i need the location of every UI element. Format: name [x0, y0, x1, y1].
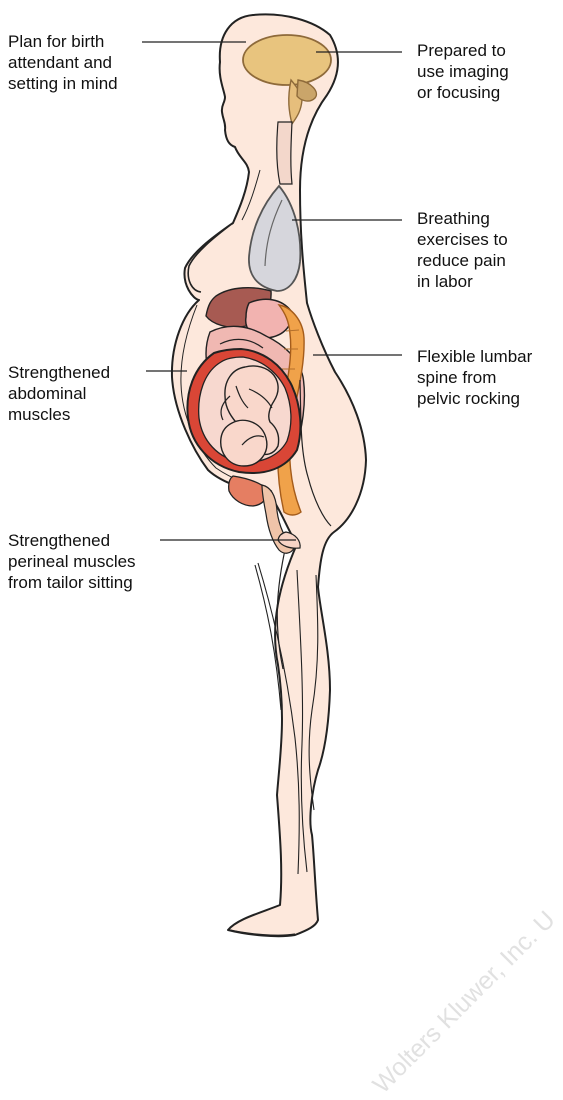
label-breathing-line-1: Breathing: [417, 208, 508, 229]
label-abdominal-line-3: muscles: [8, 404, 110, 425]
label-breathing-line-3: reduce pain: [417, 250, 508, 271]
label-plan-line-1: Plan for birth: [8, 31, 118, 52]
label-lumbar-line-3: pelvic rocking: [417, 388, 532, 409]
label-imaging-line-3: or focusing: [417, 82, 509, 103]
label-imaging: Prepared to use imaging or focusing: [417, 40, 509, 103]
label-breathing-line-4: in labor: [417, 271, 508, 292]
label-lumbar-line-1: Flexible lumbar: [417, 346, 532, 367]
body-outline: [172, 14, 366, 936]
label-breathing: Breathing exercises to reduce pain in la…: [417, 208, 508, 292]
label-perineal-line-3: from tailor sitting: [8, 572, 136, 593]
label-plan-line-2: attendant and: [8, 52, 118, 73]
label-lumbar: Flexible lumbar spine from pelvic rockin…: [417, 346, 532, 409]
label-plan: Plan for birth attendant and setting in …: [8, 31, 118, 94]
label-abdominal-line-2: abdominal: [8, 383, 110, 404]
body-silhouette: [172, 14, 366, 936]
brain: [243, 35, 331, 85]
label-plan-line-3: setting in mind: [8, 73, 118, 94]
label-breathing-line-2: exercises to: [417, 229, 508, 250]
label-imaging-line-2: use imaging: [417, 61, 509, 82]
label-lumbar-line-2: spine from: [417, 367, 532, 388]
label-abdominal: Strengthened abdominal muscles: [8, 362, 110, 425]
label-perineal: Strengthened perineal muscles from tailo…: [8, 530, 136, 593]
label-perineal-line-1: Strengthened: [8, 530, 136, 551]
label-abdominal-line-1: Strengthened: [8, 362, 110, 383]
pregnant-body-diagram: [0, 0, 563, 960]
label-imaging-line-1: Prepared to: [417, 40, 509, 61]
trachea: [277, 122, 292, 184]
label-perineal-line-2: perineal muscles: [8, 551, 136, 572]
